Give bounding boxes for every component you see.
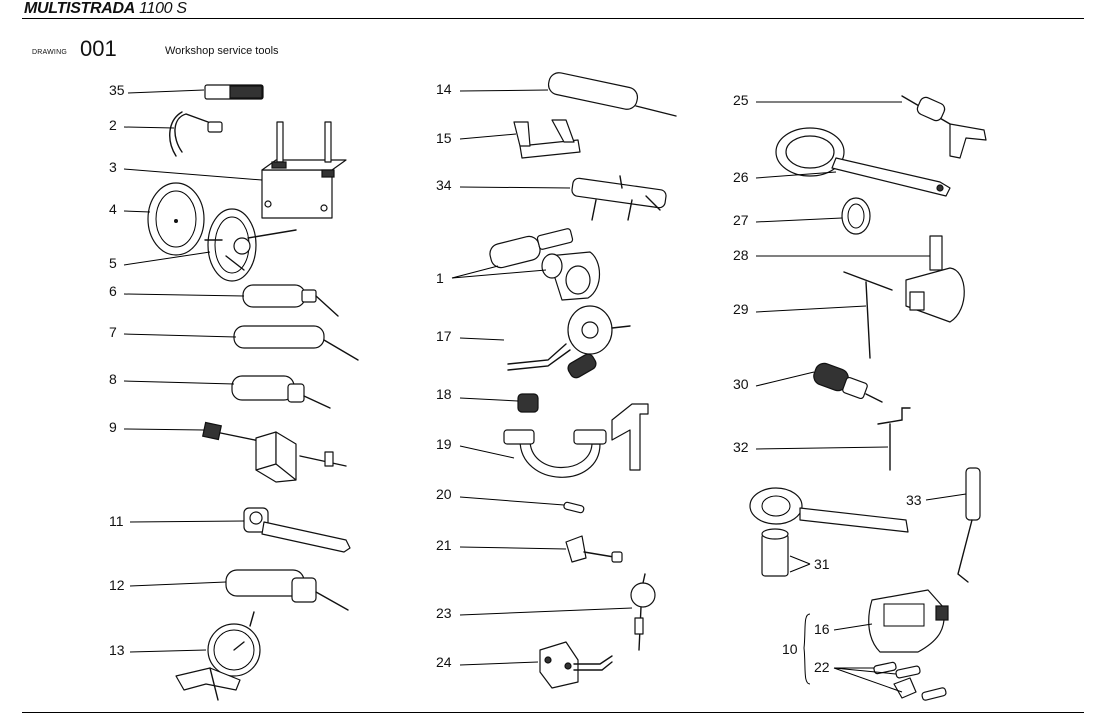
tool-5-degree-wheel[interactable]	[204, 208, 297, 282]
tool-12-drift[interactable]	[225, 569, 349, 611]
drawing-label: DRAWING	[32, 49, 67, 56]
tool-21-clamp[interactable]	[565, 535, 623, 563]
label-21: 21	[436, 537, 452, 553]
tool-26-spanner[interactable]	[775, 127, 951, 197]
drawing-title: Workshop service tools	[165, 45, 279, 57]
tool-24-puller[interactable]	[539, 641, 613, 689]
model-name: 1100 S	[139, 0, 187, 17]
tool-35[interactable]	[204, 84, 264, 100]
header-rule	[22, 18, 1084, 19]
tool-22-bolts[interactable]	[873, 661, 947, 701]
label-22: 22	[814, 659, 830, 675]
tool-20-pin[interactable]	[563, 501, 585, 514]
tool-30-drift[interactable]	[811, 361, 883, 403]
label-9: 9	[109, 419, 117, 435]
tool-6-drift[interactable]	[242, 284, 339, 317]
label-17: 17	[436, 328, 452, 344]
label-3: 3	[109, 159, 117, 175]
tool-33-probe[interactable]	[957, 467, 981, 583]
label-20: 20	[436, 486, 452, 502]
label-15: 15	[436, 130, 452, 146]
label-11: 11	[109, 513, 124, 529]
tool-18-nut[interactable]	[517, 393, 539, 413]
leader-lines	[123, 89, 967, 693]
tool-2[interactable]	[169, 111, 223, 157]
label-26: 26	[733, 169, 749, 185]
tool-27-ring[interactable]	[841, 197, 871, 235]
label-33: 33	[906, 492, 922, 508]
label-30: 30	[733, 376, 749, 392]
label-32: 32	[733, 439, 749, 455]
tool-8-drift[interactable]	[231, 375, 331, 409]
tool-23-gauge[interactable]	[630, 573, 656, 651]
tool-19-fixture[interactable]	[503, 403, 649, 478]
tool-34-tbar[interactable]	[571, 175, 667, 221]
label-12: 12	[109, 577, 125, 593]
label-19: 19	[436, 436, 452, 452]
tool-25-puller[interactable]	[901, 95, 987, 159]
label-2: 2	[109, 117, 117, 133]
label-24: 24	[436, 654, 452, 670]
label-35: 35	[109, 82, 125, 98]
tool-4-degree-wheel[interactable]	[147, 182, 205, 256]
footer-rule	[22, 712, 1084, 713]
drawing-number: 001	[80, 36, 117, 61]
tool-29-tbar[interactable]	[843, 271, 893, 359]
tool-14-drift[interactable]	[547, 71, 677, 117]
label-27: 27	[733, 212, 749, 228]
label-29: 29	[733, 301, 749, 317]
label-8: 8	[109, 371, 117, 387]
label-34: 34	[436, 177, 452, 193]
label-1: 1	[436, 270, 444, 286]
label-16: 16	[814, 621, 830, 637]
label-28: 28	[733, 247, 749, 263]
tool-11-wrench[interactable]	[243, 507, 351, 553]
brand-name: MULTISTRADA	[24, 0, 136, 17]
label-6: 6	[109, 283, 117, 299]
tool-13-dial-gauge[interactable]	[175, 611, 261, 701]
tool-3[interactable]	[261, 121, 347, 219]
label-31: 31	[814, 556, 830, 572]
tool-28-holder[interactable]	[905, 235, 965, 323]
tool-32-pin[interactable]	[877, 407, 911, 471]
label-18: 18	[436, 386, 452, 402]
label-4: 4	[109, 201, 117, 217]
tool-16-adapter[interactable]	[868, 589, 949, 653]
tool-7-drift[interactable]	[233, 325, 359, 361]
label-10: 10	[782, 641, 798, 657]
label-25: 25	[733, 92, 749, 108]
label-5: 5	[109, 255, 117, 271]
tool-1-set[interactable]	[488, 228, 601, 301]
tool-9-puller[interactable]	[202, 421, 347, 483]
label-23: 23	[436, 605, 452, 621]
tool-17-holder[interactable]	[507, 305, 631, 380]
label-7: 7	[109, 324, 117, 340]
label-13: 13	[109, 642, 125, 658]
label-14: 14	[436, 81, 452, 97]
tool-15-bracket[interactable]	[513, 119, 581, 159]
tool-31-wrench-set[interactable]	[749, 487, 909, 577]
